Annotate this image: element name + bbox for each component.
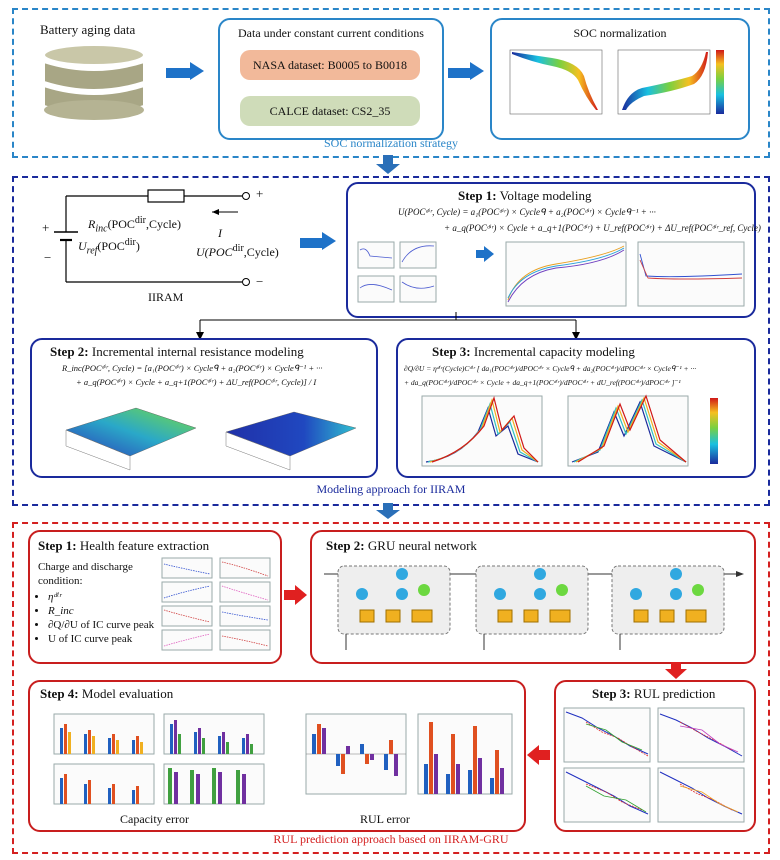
calce-dataset-pill: CALCE dataset: CS2_35 bbox=[240, 96, 420, 126]
eval-step-title: Step 4: Model evaluation bbox=[40, 686, 174, 701]
arrow-to-step1-head bbox=[322, 232, 336, 250]
resistance-step-title: Step 2: Incremental internal resistance … bbox=[50, 344, 304, 359]
resistance-modeling-box: Step 2: Incremental internal resistance … bbox=[30, 338, 378, 478]
feature-item: U of IC curve peak bbox=[48, 632, 168, 646]
dataset-box: Data under constant current conditions N… bbox=[218, 18, 444, 140]
database-icon bbox=[43, 44, 145, 120]
arrow-to-dataset bbox=[166, 68, 192, 78]
soc-norm-curves bbox=[509, 49, 724, 115]
arrow-to-norm bbox=[448, 68, 472, 78]
battery-data-label: Battery aging data bbox=[40, 22, 136, 37]
arrow-to-norm-head bbox=[470, 62, 484, 80]
soc-norm-title: SOC normalization bbox=[573, 26, 667, 40]
branch-arrows bbox=[196, 312, 580, 340]
voltage-step-title: Step 1: Voltage modeling bbox=[458, 188, 592, 203]
soc-caption: SOC normalization strategy bbox=[324, 136, 458, 150]
health-step-title: Step 1: Health feature extraction bbox=[38, 538, 210, 553]
voltage-eq-line1: U(POCᵈⁱʳ, Cycle) = a₁(POCᵈⁱʳ) × Cycleᑫ +… bbox=[398, 207, 656, 217]
nasa-dataset-pill: NASA dataset: B0005 to B0018 bbox=[240, 50, 420, 80]
feature-item: ηᵈⁱʳ bbox=[48, 590, 168, 604]
arrow-to-dataset-head bbox=[190, 62, 204, 80]
circuit-r-label: Rinc(POCdir,Cycle) bbox=[88, 215, 182, 235]
rul-section bbox=[12, 522, 770, 854]
dataset-box-title: Data under constant current conditions bbox=[238, 26, 424, 40]
gru-network-box: Step 2: GRU neural network bbox=[310, 530, 756, 664]
rul-prediction-plots bbox=[563, 707, 745, 823]
arrow-to-gru-head bbox=[295, 585, 307, 605]
health-feature-box: Step 1: Health feature extraction Charge… bbox=[28, 530, 282, 664]
resistance-eq-line1: R_inc(POCᵈⁱʳ, Cycle) = [a₁(POCᵈⁱʳ) × Cyc… bbox=[62, 363, 323, 373]
evaluation-bar-charts bbox=[53, 713, 513, 805]
feature-list: Charge and discharge condition: ηᵈⁱʳ R_i… bbox=[38, 560, 168, 646]
circuit-uref-label: Uref(POCdir) bbox=[78, 237, 140, 257]
down-arrow-1-head bbox=[376, 164, 400, 174]
circuit-plus-right: + bbox=[256, 186, 264, 201]
feature-trend-plots bbox=[161, 557, 271, 651]
rul-caption: RUL prediction approach based on IIRAM-G… bbox=[273, 832, 509, 846]
arrow-to-rul-pred bbox=[671, 662, 681, 670]
iiram-caption: Modeling approach for IIRAM bbox=[316, 482, 466, 496]
capacity-step-title: Step 3: Incremental capacity modeling bbox=[432, 344, 635, 359]
arrow-to-eval bbox=[538, 750, 550, 760]
gru-step-title: Step 2: GRU neural network bbox=[326, 538, 477, 553]
capacity-eq-line2: + da_q(POCᵈⁱʳ)/dPOCᵈⁱʳ × Cycle + da_q+1(… bbox=[404, 378, 681, 387]
circuit-name: IIRAM bbox=[148, 290, 184, 304]
capacity-modeling-box: Step 3: Incremental capacity modeling ∂Q… bbox=[396, 338, 756, 478]
circuit-minus-right: − bbox=[256, 274, 264, 289]
ic-curve-plots bbox=[421, 394, 718, 467]
circuit-minus-left: − bbox=[44, 250, 52, 265]
rul-pred-step-title: Step 3: RUL prediction bbox=[592, 686, 716, 701]
down-arrow-1 bbox=[383, 155, 393, 165]
voltage-eq-line2: + a_q(POCᵈⁱʳ) × Cycle + a_q+1(POCᵈⁱʳ) + … bbox=[444, 223, 761, 233]
circuit-plus-left: + bbox=[42, 220, 50, 235]
resistance-eq-line2: + a_q(POCᵈⁱʳ) × Cycle + a_q+1(POCᵈⁱʳ) + … bbox=[76, 377, 317, 387]
feature-item: R_inc bbox=[48, 604, 168, 618]
resistance-surfaces bbox=[65, 407, 357, 471]
voltage-modeling-box: Step 1: Voltage modeling U(POCᵈⁱʳ, Cycle… bbox=[346, 182, 761, 318]
current-label: I bbox=[218, 226, 222, 240]
down-arrow-2-head bbox=[376, 510, 400, 519]
voltage-fit-plots bbox=[357, 241, 745, 307]
arrow-to-eval-head bbox=[527, 745, 539, 765]
rul-prediction-box: Step 3: RUL prediction bbox=[554, 680, 756, 832]
circuit-u-label: U(POCdir,Cycle) bbox=[196, 243, 279, 259]
arrow-to-rul-pred-head bbox=[665, 669, 687, 679]
model-evaluation-box: Step 4: Model evaluation Capacity error … bbox=[28, 680, 526, 832]
soc-norm-box: SOC normalization bbox=[490, 18, 750, 140]
capacity-error-label: Capacity error bbox=[120, 812, 189, 826]
feature-item: ∂Q/∂U of IC curve peak bbox=[48, 618, 168, 632]
capacity-eq-line1: ∂Q/∂U = ηᵈⁱʳ(Cycle)Cᵈⁱʳ [ da₁(POCᵈⁱʳ)/dP… bbox=[404, 364, 697, 373]
down-arrow-2 bbox=[383, 503, 393, 511]
arrow-to-step1 bbox=[300, 238, 324, 248]
gru-cell-chain bbox=[324, 565, 744, 650]
arrow-to-gru bbox=[284, 590, 296, 600]
circuit-diagram bbox=[54, 189, 250, 286]
rul-error-label: RUL error bbox=[360, 812, 410, 826]
